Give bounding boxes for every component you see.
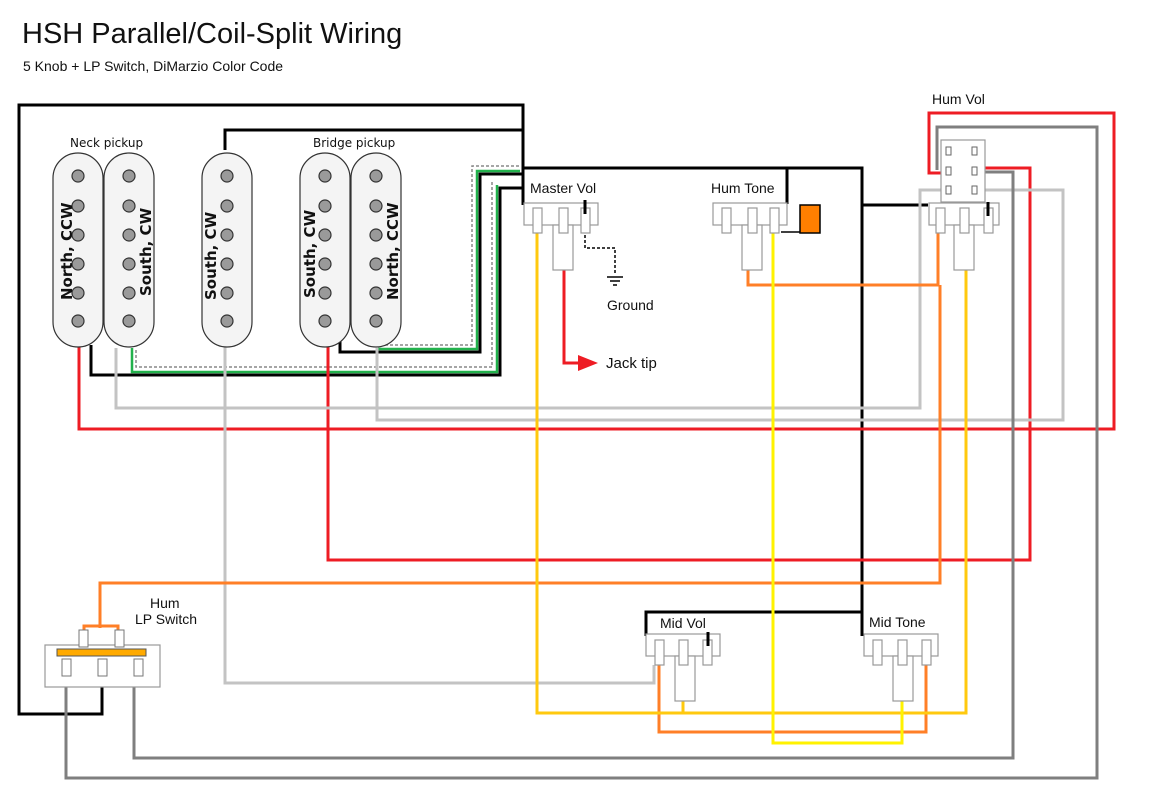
hum-vol-pot (928, 139, 1000, 271)
wire-orange-switch (98, 285, 942, 628)
wire-red-bridge (326, 166, 1032, 562)
hum-vol-switch-lugs (945, 146, 978, 195)
mid-tone-pot (863, 633, 939, 702)
wire-orange-humtone (746, 233, 940, 287)
neck-pickup: Neck pickup North, CCW South, CW (52, 136, 155, 348)
bridge-coil-south-label: South, CW (301, 209, 319, 298)
bridge-pickup-label: Bridge pickup (313, 136, 395, 150)
mid-tone-label: Mid Tone (869, 614, 926, 630)
wire-black-bus (523, 166, 864, 636)
bridge-coil-north (350, 152, 402, 348)
middle-coil (201, 152, 253, 348)
ground-icon (607, 276, 623, 286)
wire-orange-mid (657, 665, 928, 734)
bridge-poles (318, 169, 383, 328)
wire-black-bridge-bus (338, 172, 523, 354)
neck-pickup-label: Neck pickup (70, 136, 143, 150)
middle-poles (220, 169, 234, 328)
neck-coil-north-label: North, CCW (58, 202, 76, 300)
wire-white-middle (223, 340, 656, 685)
wire-yelloworange-master (535, 232, 968, 715)
wire-gray-humvol-1 (64, 125, 1099, 780)
switch-blade (56, 648, 147, 657)
middle-coil-label: South, CW (202, 211, 220, 300)
ground-label: Ground (607, 297, 654, 313)
wire-bare-neck (135, 180, 493, 368)
master-vol-label: Master Vol (530, 180, 596, 196)
wire-red-neck (77, 111, 1116, 431)
hum-vol-label: Hum Vol (932, 91, 985, 107)
bridge-pickup: Bridge pickup South, CW North, CCW (299, 136, 402, 348)
mid-vol-pot (645, 633, 721, 702)
neck-coil-south-label: South, CW (137, 207, 155, 296)
diagram-subtitle: 5 Knob + LP Switch, DiMarzio Color Code (23, 58, 284, 74)
wire-gray-humvol-2 (132, 170, 1015, 760)
hum-tone-pot (712, 202, 788, 271)
arrow-right-icon (578, 355, 598, 371)
wire-white-neck (114, 188, 946, 410)
wire-black-middle (223, 128, 523, 150)
master-vol-pot (523, 202, 599, 271)
middle-pickup: South, CW (201, 152, 253, 348)
lp-switch (44, 629, 161, 688)
switch-label-line2: LP Switch (135, 611, 197, 627)
wire-orange-switch-bridge (82, 624, 120, 632)
wire-red-jack (562, 235, 580, 365)
capacitor (799, 204, 821, 234)
wire-yellow-humtone (771, 232, 904, 745)
switch-label-line1: Hum (150, 595, 180, 611)
mid-vol-label: Mid Vol (660, 615, 706, 631)
neck-coil-north (52, 152, 104, 348)
diagram-title: HSH Parallel/Coil-Split Wiring (22, 18, 403, 50)
bridge-coil-north-label: North, CCW (384, 202, 402, 300)
neck-poles (71, 169, 136, 328)
hum-tone-label: Hum Tone (711, 180, 775, 196)
wire-black-neck-bus (89, 186, 523, 377)
wire-bare-bridge (380, 165, 520, 346)
neck-coil-south (103, 152, 155, 348)
wire-green-bridge (378, 169, 520, 351)
wire-green-neck (130, 185, 499, 374)
wire-white-bridge (375, 188, 1065, 422)
wire-black-ground-loop (17, 103, 525, 716)
wires (17, 103, 1116, 780)
jack-tip-label: Jack tip (606, 355, 657, 372)
bridge-coil-south (299, 152, 351, 348)
